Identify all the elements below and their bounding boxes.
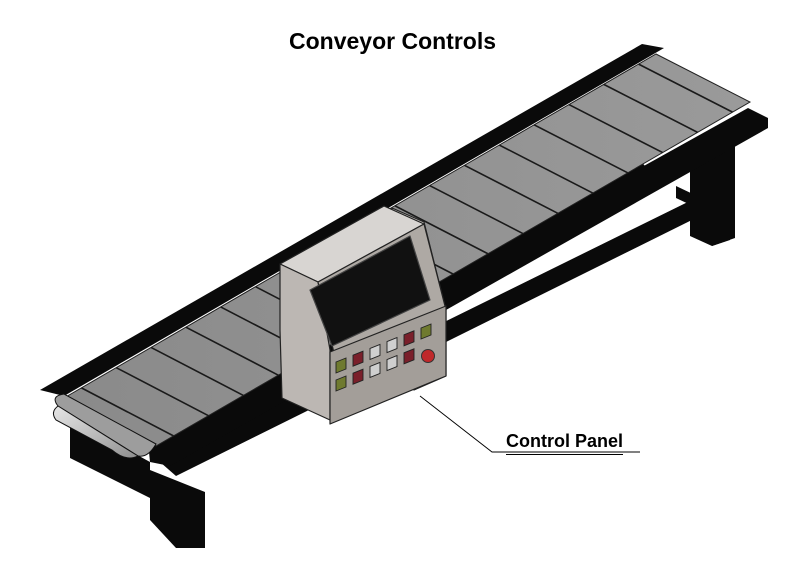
belt-slat-seam xyxy=(150,346,244,397)
panel-button xyxy=(369,361,381,379)
belt-slat-seam xyxy=(81,387,174,437)
belt-slat-seam xyxy=(185,326,279,376)
belt-slat-seam xyxy=(464,164,559,215)
emergency-stop-icon xyxy=(421,349,435,363)
belt-slat-seam xyxy=(638,63,733,113)
panel-button xyxy=(420,323,432,340)
panel-button xyxy=(335,375,347,392)
belt-slat-seam xyxy=(533,124,629,174)
control-panel xyxy=(279,205,447,425)
belt-slat-seam xyxy=(394,205,489,255)
belt-slat-seam xyxy=(429,184,524,235)
frame-back-rail xyxy=(40,44,664,396)
belt-slat-seam xyxy=(115,366,209,417)
panel-button xyxy=(369,343,381,361)
diagram-title: Conveyor Controls xyxy=(288,28,497,54)
panel-screen xyxy=(309,235,431,347)
panel-button xyxy=(352,368,364,385)
callout-leader-line xyxy=(419,395,640,453)
panel-button xyxy=(352,350,364,367)
belt-slat-seam xyxy=(568,103,664,154)
panel-button xyxy=(386,354,398,372)
panel-button xyxy=(386,336,398,354)
panel-button xyxy=(403,348,415,365)
belt-slat-seam xyxy=(603,83,698,134)
end-roller xyxy=(52,393,157,459)
belt-slat-seam xyxy=(498,144,594,194)
panel-button xyxy=(403,330,415,347)
panel-buttons xyxy=(335,323,432,392)
panel-button xyxy=(335,357,347,374)
callout-control-panel: Control Panel xyxy=(506,431,624,455)
